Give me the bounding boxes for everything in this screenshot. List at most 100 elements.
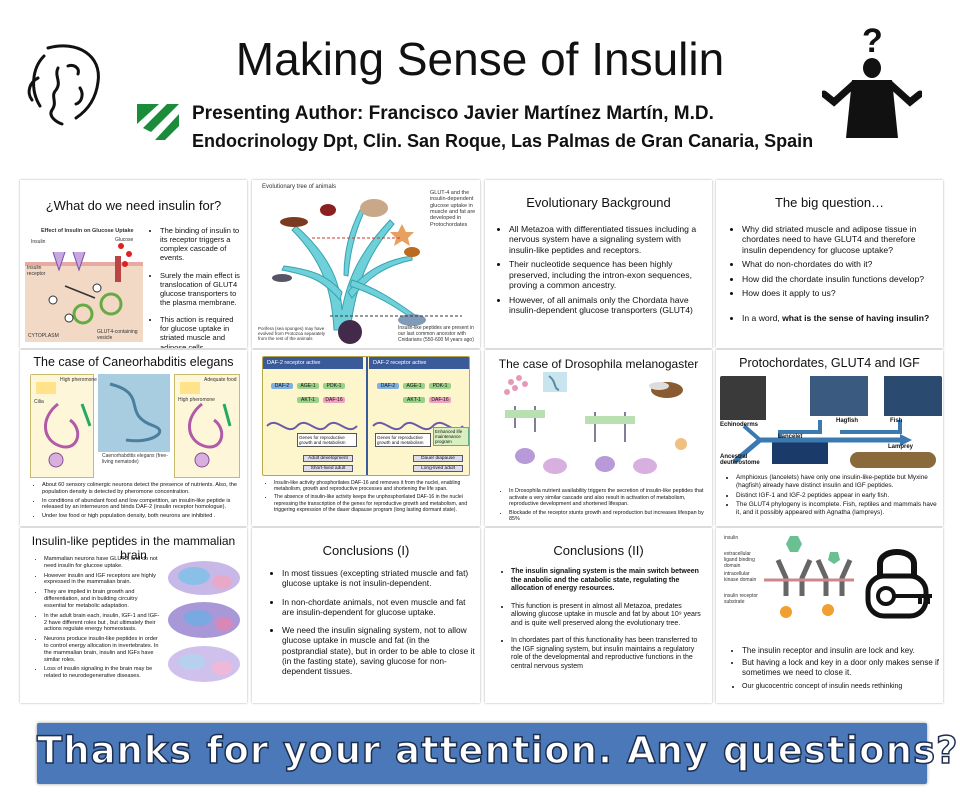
bullet: What do non-chordates do with it? xyxy=(742,259,940,269)
vesicle-label: GLUT4-containing vesicle xyxy=(97,329,138,341)
footer-text: Thanks for your attention. Any questions… xyxy=(36,728,959,773)
right-pathway-header: DAF-2 receptor active xyxy=(369,357,469,369)
insulin-label: Insulin xyxy=(31,239,46,245)
cilia-label: Cilia xyxy=(34,399,44,405)
kinase-domain-label: intracellular kinase domain xyxy=(724,571,757,583)
node-daf2-left: DAF-2 xyxy=(271,383,293,389)
neuron-cells-icon xyxy=(36,382,232,468)
panel9-bullets: Mammalian neurons have GLUT3, and do not… xyxy=(32,556,160,684)
phylogeny-figure: Echinoderms Hagfish Fish Lancelet Lampre… xyxy=(720,376,942,470)
ligand-domain-label: extracellular ligand binding domain xyxy=(724,551,755,569)
bullet: They are implied in brain growth and dif… xyxy=(44,589,160,609)
worm-photo xyxy=(98,374,170,452)
node-pdk1-left: PDK-1 xyxy=(323,383,345,389)
panel8-bullets: Amphioxus (lancelets) have only one insu… xyxy=(724,474,940,521)
panel-title: The case of Drosophila melanogaster xyxy=(498,357,699,371)
node-age1-right: AGE-1 xyxy=(403,383,425,389)
bullet-final: Our glucocentric concept of insulin need… xyxy=(742,683,940,692)
insulin-fig-label: insulin xyxy=(724,535,739,541)
insulin-pathway-icon xyxy=(48,243,132,325)
ancestral-label: Ancestral deuterostome xyxy=(720,454,760,466)
bullet: Under low food or high population densit… xyxy=(42,513,244,520)
porifera-note: Porifera (sea sponges) may have evolved … xyxy=(258,326,326,342)
panel5-bullets: About 60 sensory colinergic neurons dete… xyxy=(30,482,244,524)
panel-protochordates: Protochordates, GLUT4 and IGF Echinoderm… xyxy=(716,350,943,526)
bullet: In conditions of abundant food and low c… xyxy=(42,498,244,512)
panel-evolutionary-tree: Evolutionary tree of animals GLUT-4 and … xyxy=(252,180,480,348)
bullet: The absence of insulin-like activity kee… xyxy=(274,494,476,513)
node-daf16-right: DAF-16 xyxy=(429,397,451,403)
drosophila-pathway-icon xyxy=(504,372,687,474)
adequate-food-label: Adequate food xyxy=(204,377,237,383)
fish-label: Fish xyxy=(890,418,903,424)
insulin-note: Insulin-like peptides are present in our… xyxy=(398,325,474,343)
dna-icon xyxy=(266,421,464,431)
short-lived-adult: Short-lived adult xyxy=(303,465,353,472)
bullet: In the adult brain each, insulin, IGF-1 … xyxy=(44,613,160,633)
bullet: This action is required for glucose upta… xyxy=(160,315,244,348)
final-bold: what is the sense of having insulin? xyxy=(782,312,930,323)
bullet: How did the chordate insulin functions d… xyxy=(742,274,940,284)
panel-daf-pathway: DAF-2 receptor active DAF-2 receptor act… xyxy=(252,350,480,526)
receptor-label: Insulin receptor xyxy=(27,265,46,277)
clinic-logo-icon xyxy=(137,104,179,140)
bullet-final: In a word, what is the sense of having i… xyxy=(742,313,940,323)
panel-big-question: The big question… Why did striated muscl… xyxy=(716,180,943,348)
panel-conclusions-1: Conclusions (I) In most tissues (excepti… xyxy=(252,528,480,703)
panel6-bullets: Insulin-like activity phosphorilates DAF… xyxy=(262,480,476,517)
genes-box-right: Genes for reproductive growth and metabo… xyxy=(375,433,431,447)
cell-membrane xyxy=(25,262,143,342)
node-akt1-right: AKT-1 xyxy=(403,397,425,403)
hagfish-photo xyxy=(810,376,868,416)
bullet: The binding of insulin to its receptor t… xyxy=(160,226,244,263)
shrugging-man-icon xyxy=(822,58,922,138)
panel-conclusions-2: Conclusions (II) The insulin signaling s… xyxy=(485,528,712,703)
pathway-divider xyxy=(366,357,368,475)
face-sketch-icon xyxy=(27,44,100,126)
bullet: We need the insulin signaling system, no… xyxy=(282,625,476,676)
bullet: The insulin receptor and insulin are loc… xyxy=(742,646,940,656)
drosophila-figure xyxy=(495,372,705,482)
presenting-author: Presenting Author: Francisco Javier Mart… xyxy=(192,103,714,124)
bullet: Loss of insulin signaling in the brain m… xyxy=(44,666,160,680)
padlock-key-icon xyxy=(865,549,932,619)
cytoplasm-label: CYTOPLASM xyxy=(28,333,59,339)
panel11-bullets: The insulin signaling system is the main… xyxy=(499,568,707,675)
panel-title: Conclusions (I) xyxy=(322,543,410,558)
panel-title: The big question… xyxy=(774,195,885,210)
bullet: The GLUT4 phylogeny is incomplete. Fish,… xyxy=(736,501,940,517)
node-akt1-left: AKT-1 xyxy=(297,397,319,403)
bullet: Mammalian neurons have GLUT3, and do not… xyxy=(44,556,160,570)
panel-title: The case of Caneorhabditis elegans xyxy=(33,355,234,369)
bullet: In chordates part of this functionality … xyxy=(511,637,707,671)
final-prefix: In a word, xyxy=(742,312,783,323)
hagfish-label: Hagfish xyxy=(836,418,859,424)
glucose-label: Glucose xyxy=(115,237,134,243)
panel-title: ¿What do we need insulin for? xyxy=(45,198,222,213)
bullet: About 60 sensory colinergic neurons dete… xyxy=(42,482,244,496)
adult-development: Adult development xyxy=(303,455,353,462)
panel3-bullets: All Metazoa with differentiated tissues … xyxy=(497,224,709,320)
daf-pathway-figure: DAF-2 receptor active DAF-2 receptor act… xyxy=(262,356,470,476)
bullet: In Drosophila nutrient availability trig… xyxy=(509,488,709,508)
panel10-bullets: In most tissues (excepting striated musc… xyxy=(270,568,476,680)
substrate-label: insulin receptor substrate xyxy=(724,593,758,605)
node-daf16-left: DAF-16 xyxy=(323,397,345,403)
tree-title: Evolutionary tree of animals xyxy=(262,184,337,190)
poster-title: Making Sense of Insulin xyxy=(235,33,725,85)
lamprey-photo xyxy=(850,452,936,468)
bullet: In non-chordate animals, not even muscle… xyxy=(282,597,476,618)
dauer-diapause: Dauer diapause xyxy=(413,455,463,462)
panel-title: Evolutionary Background xyxy=(526,195,671,210)
fish-photo xyxy=(884,376,942,416)
phylogeny-arrow-icon xyxy=(732,420,912,464)
bullet: In most tissues (excepting striated musc… xyxy=(282,568,476,589)
panel-lock-and-key: insulin extracellular ligand binding dom… xyxy=(716,528,943,703)
panel12-bullets: The insulin receptor and insulin are loc… xyxy=(730,646,940,696)
high-pheromone-label: High pheromone xyxy=(60,377,97,383)
panel-what-insulin-for: ¿What do we need insulin for? Effect of … xyxy=(20,180,247,348)
high-pheromone-label-2: High pheromone xyxy=(178,397,215,403)
echinoderm-photo xyxy=(720,376,766,420)
bullet: How does it apply to us? xyxy=(742,288,940,298)
lancelet-photo xyxy=(772,442,828,464)
